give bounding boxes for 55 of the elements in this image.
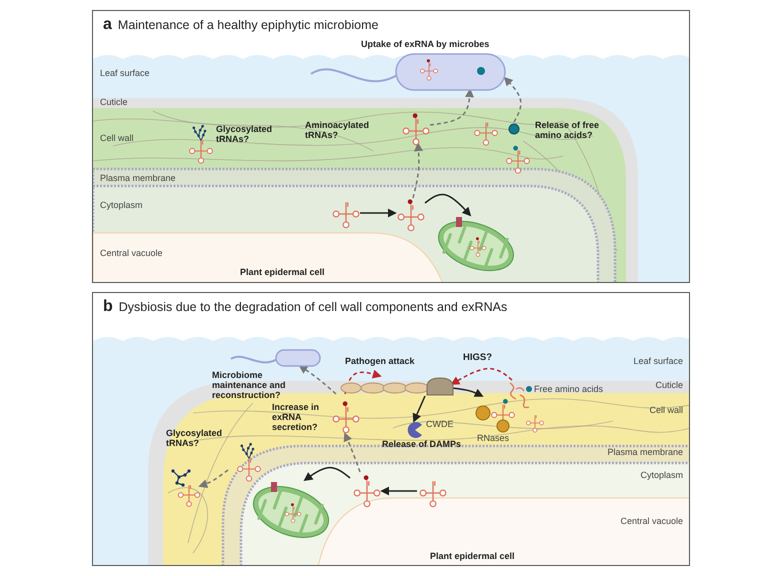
annotation-text: Plant epidermal cell bbox=[240, 267, 326, 277]
region-label: Cuticle bbox=[654, 380, 683, 390]
annotation-text: Plant epidermal cell bbox=[430, 551, 516, 561]
region-label: Cytoplasm bbox=[639, 470, 683, 480]
arrow bbox=[304, 466, 350, 482]
region-label: Free amino acids bbox=[534, 384, 604, 394]
annotation-text: Glycosylated tRNAs? bbox=[216, 124, 274, 144]
annotation-text: Glycosylated tRNAs? bbox=[166, 428, 224, 448]
arrow bbox=[452, 387, 484, 397]
annotation-text: Aminoacylated tRNAs? bbox=[305, 120, 370, 140]
arrow bbox=[344, 432, 361, 472]
arrow bbox=[298, 365, 336, 395]
region-label: Central vacuole bbox=[100, 248, 164, 258]
annotation-text: Increase in exRNA secretion? bbox=[272, 402, 320, 432]
region-label: Cell wall bbox=[648, 405, 683, 415]
region-label: Cuticle bbox=[100, 97, 129, 107]
cwde-enzyme-icon bbox=[406, 422, 424, 438]
region-label: Central vacuole bbox=[619, 516, 683, 526]
arrow bbox=[412, 396, 426, 423]
bacterium-drawing bbox=[231, 349, 321, 367]
region-label: Plasma membrane bbox=[606, 447, 683, 457]
fungal-hypha-drawing bbox=[339, 377, 453, 397]
region-label: Cytoplasm bbox=[100, 200, 144, 210]
aminoacylated-trna-icon bbox=[401, 113, 431, 145]
annotation-text: Microbiome maintenance and reconstruction? bbox=[212, 370, 287, 400]
region-label: RNases bbox=[477, 433, 510, 443]
aminoacylated-trna-icon bbox=[351, 473, 383, 507]
arrow bbox=[198, 469, 228, 488]
cleaved-trna-icon bbox=[171, 469, 201, 505]
arrow bbox=[344, 370, 382, 394]
edge-label: HIGS? bbox=[462, 352, 494, 363]
region-label: Cell wall bbox=[100, 133, 135, 143]
panel-letter: a bbox=[103, 16, 112, 33]
arrow bbox=[380, 486, 417, 496]
arrow bbox=[424, 194, 472, 216]
region-label: CWDE bbox=[426, 419, 454, 429]
region-label: Leaf surface bbox=[632, 356, 683, 366]
region-label: Leaf surface bbox=[100, 68, 151, 78]
annotation-text: Release of free amino acids? bbox=[535, 120, 600, 140]
arrow bbox=[360, 208, 397, 218]
arrow bbox=[504, 76, 522, 122]
arrow bbox=[450, 368, 512, 385]
panel-letter: b bbox=[103, 298, 113, 315]
arrow bbox=[412, 142, 424, 198]
aminoacylated-trna-icon bbox=[396, 199, 426, 231]
annotation-text: Release of DAMPs bbox=[382, 439, 462, 449]
panel-title: Maintenance of a healthy epiphytic microbiome bbox=[118, 18, 378, 32]
annotation-text: Pathogen attack bbox=[345, 356, 416, 366]
region-label: Plasma membrane bbox=[100, 173, 177, 183]
bacterium-drawing bbox=[311, 53, 506, 91]
panel bbox=[92, 10, 690, 283]
panel-title: Dysbiosis due to the degradation of cell wall components and exRNAs bbox=[118, 300, 508, 314]
arrow bbox=[430, 88, 474, 126]
panel bbox=[92, 292, 690, 566]
annotation-text: Uptake of exRNA by microbes bbox=[361, 39, 490, 49]
